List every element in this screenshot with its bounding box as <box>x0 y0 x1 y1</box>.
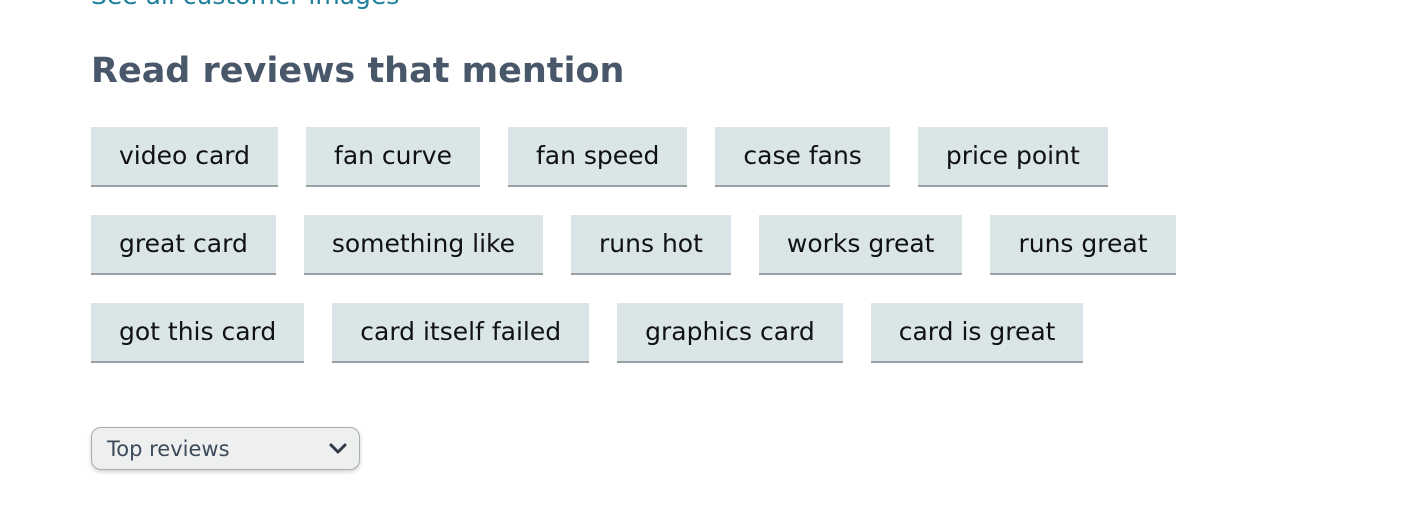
mention-chip-fan-speed[interactable]: fan speed <box>507 127 688 187</box>
mention-chip-great-card[interactable]: great card <box>91 215 276 275</box>
mention-chip-runs-hot[interactable]: runs hot <box>571 215 731 275</box>
mention-chip-video-card[interactable]: video card <box>91 127 279 187</box>
mention-chip-something-like[interactable]: something like <box>303 215 543 275</box>
mention-chip-runs-great[interactable]: runs great <box>990 215 1176 275</box>
mention-chip-case-fans[interactable]: case fans <box>715 127 890 187</box>
chevron-down-icon <box>329 443 347 454</box>
sort-selected-value: Top reviews <box>107 437 230 461</box>
mention-row-1: video card fan curve fan speed case fans… <box>91 127 1108 187</box>
mention-chip-got-this-card[interactable]: got this card <box>91 303 305 363</box>
mention-chip-card-is-great[interactable]: card is great <box>870 303 1084 363</box>
mention-chip-fan-curve[interactable]: fan curve <box>306 127 480 187</box>
see-all-customer-images-link[interactable]: See all customer images <box>91 0 399 10</box>
mention-row-2: great card something like runs hot works… <box>91 215 1176 275</box>
read-reviews-heading: Read reviews that mention <box>91 51 625 91</box>
mention-chip-graphics-card[interactable]: graphics card <box>617 303 843 363</box>
mention-chip-works-great[interactable]: works great <box>758 215 963 275</box>
mention-row-3: got this card card itself failed graphic… <box>91 303 1084 363</box>
mention-chip-card-itself-failed[interactable]: card itself failed <box>332 303 590 363</box>
sort-reviews-dropdown[interactable]: Top reviews <box>91 427 360 470</box>
mention-chip-price-point[interactable]: price point <box>917 127 1108 187</box>
